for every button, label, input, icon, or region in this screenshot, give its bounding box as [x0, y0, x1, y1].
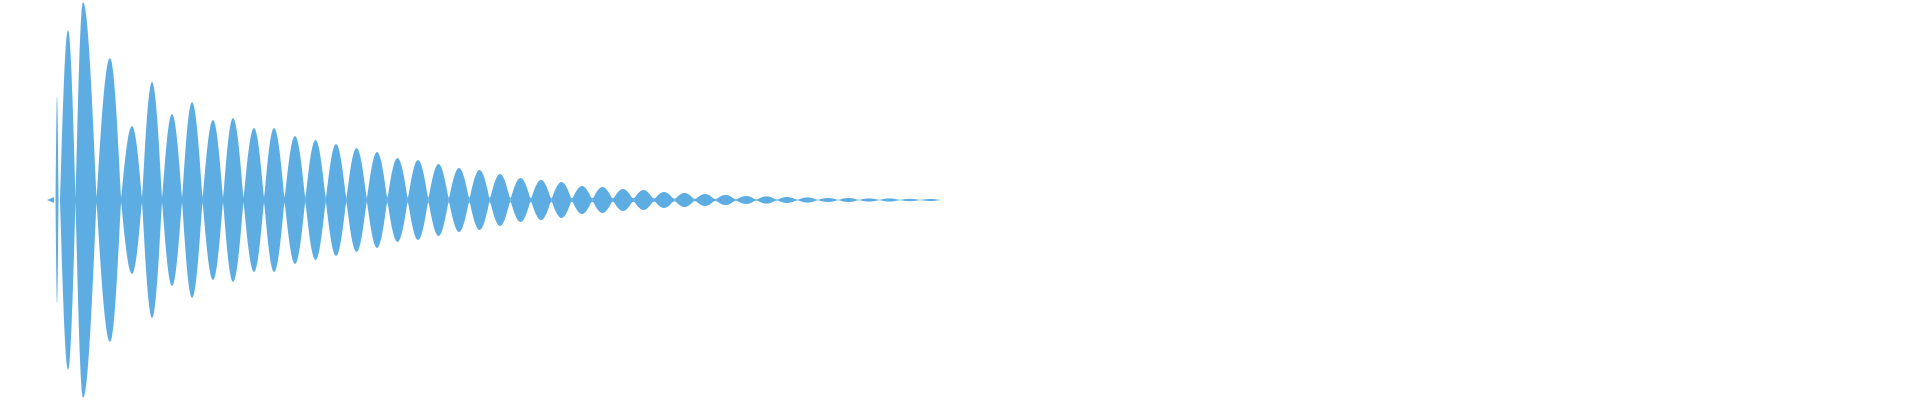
waveform-lobe — [776, 197, 798, 203]
waveform-lobe — [202, 120, 223, 280]
waveform-lobe — [510, 178, 531, 222]
waveform-lobe — [387, 158, 408, 242]
waveform-lobe — [756, 196, 777, 204]
waveform-lobe — [284, 136, 306, 264]
waveform-lobe — [366, 152, 388, 248]
waveform-lobe — [653, 192, 675, 208]
waveform-lobe — [899, 198, 921, 202]
waveform-lobe — [325, 144, 347, 256]
waveform-lobe — [55, 96, 59, 304]
waveform-onset — [47, 197, 54, 203]
waveform-lobe — [162, 114, 182, 286]
waveform-lobe — [60, 30, 76, 370]
waveform-lobe — [674, 193, 695, 207]
waveform-lobe — [633, 190, 654, 210]
waveform-lobe — [428, 164, 449, 236]
waveform-lobe — [551, 182, 572, 218]
waveform-lobe — [121, 126, 142, 274]
waveform-lobe — [694, 194, 716, 206]
waveform-lobes — [47, 2, 941, 398]
waveform-lobe — [715, 195, 736, 205]
waveform-lobe — [469, 170, 490, 230]
waveform-lobe — [592, 187, 613, 213]
waveform-lobe — [817, 198, 839, 202]
waveform-lobe — [571, 186, 593, 214]
waveform-lobe — [346, 148, 367, 252]
waveform-lobe — [838, 198, 859, 202]
waveform-lobe — [305, 140, 326, 260]
waveform-lobe — [797, 197, 818, 203]
waveform-lobe — [96, 58, 121, 342]
waveform-lobe — [142, 82, 162, 318]
waveform-lobe — [879, 198, 900, 202]
waveform-lobe — [75, 2, 97, 398]
waveform-lobe — [735, 196, 757, 204]
waveform-lobe — [920, 199, 941, 201]
waveform-lobe — [223, 118, 244, 282]
waveform-lobe — [612, 189, 634, 211]
waveform-lobe — [858, 198, 880, 202]
waveform-lobe — [407, 160, 429, 240]
waveform-lobe — [264, 128, 285, 272]
waveform-lobe — [489, 174, 511, 226]
waveform-lobe — [182, 102, 203, 298]
waveform-lobe — [448, 168, 470, 232]
waveform-lobe — [243, 128, 264, 272]
waveform-lobe — [530, 180, 552, 220]
